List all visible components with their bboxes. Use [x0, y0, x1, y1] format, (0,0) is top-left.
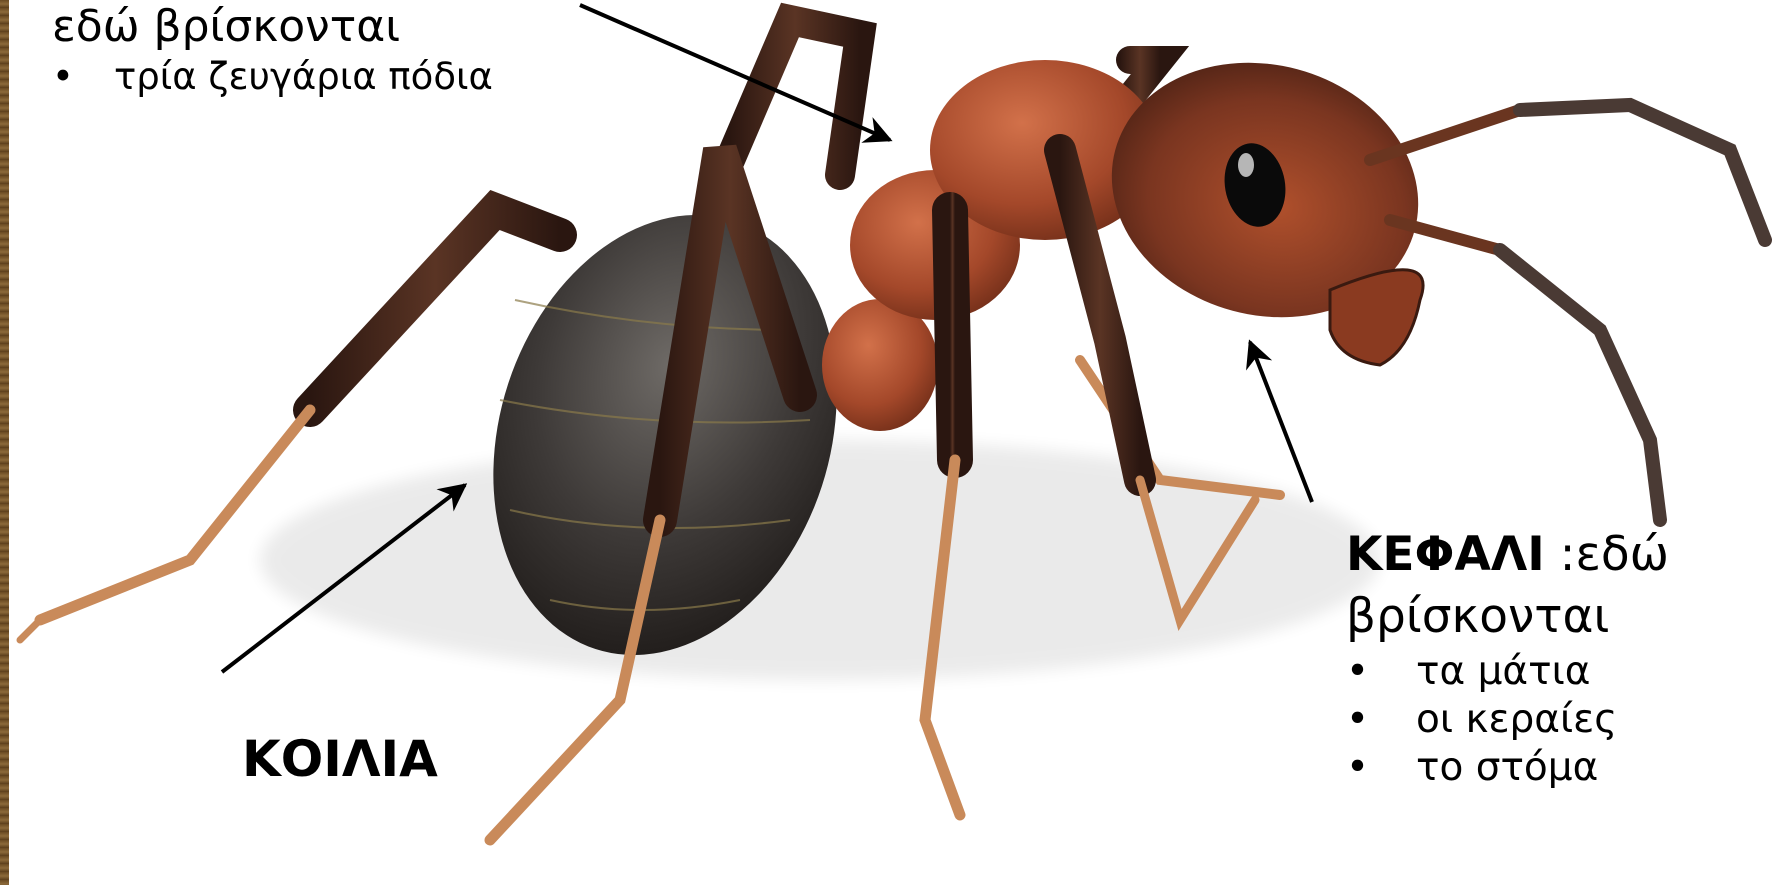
mandible — [1330, 270, 1423, 365]
head-bullet-item: •το στόμα — [1346, 744, 1669, 792]
bullet-icon: • — [52, 54, 114, 100]
thorax-bullet-item: •τρία ζευγάρια πόδια — [52, 54, 493, 100]
head-bullet-antennae: οι κεραίες — [1416, 697, 1617, 742]
eye-highlight — [1238, 153, 1254, 177]
head-bullet-eyes: τα μάτια — [1416, 649, 1591, 694]
bullet-icon: • — [1346, 696, 1416, 744]
head-arrow — [1250, 342, 1312, 502]
thorax-label: εδώ βρίσκονται •τρία ζευγάρια πόδια — [52, 0, 493, 100]
head-bullet-item: •τα μάτια — [1346, 648, 1669, 696]
antenna-upper — [1370, 105, 1765, 240]
head-text: βρίσκονται — [1346, 586, 1669, 648]
head-title: ΚΕΦΑΛΙ — [1346, 527, 1545, 582]
thorax-text: εδώ βρίσκονται — [52, 0, 493, 54]
bullet-icon: • — [1346, 648, 1416, 696]
head-bullet-item: •οι κεραίες — [1346, 696, 1669, 744]
antenna-lower — [1390, 220, 1660, 520]
thorax-bullet-text: τρία ζευγάρια πόδια — [114, 55, 493, 98]
head-bullet-mouth: το στόμα — [1416, 745, 1598, 790]
abdomen-label: ΚΟΙΛΙΑ — [242, 729, 438, 789]
head-title-line: ΚΕΦΑΛΙ :εδώ — [1346, 524, 1669, 586]
head-label: ΚΕΦΑΛΙ :εδώ βρίσκονται •τα μάτια •οι κερ… — [1346, 524, 1669, 792]
bullet-icon: • — [1346, 744, 1416, 792]
head-title-rest: :εδώ — [1545, 527, 1669, 582]
